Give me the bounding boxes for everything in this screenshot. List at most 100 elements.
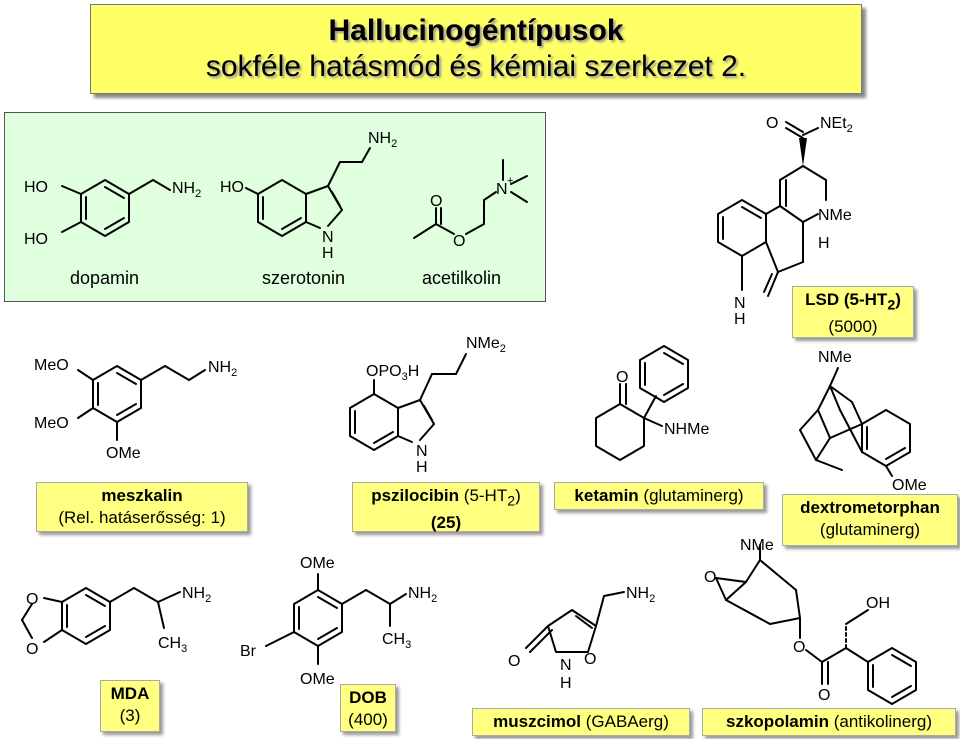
dopamin-ho-1: HO <box>24 179 48 196</box>
ketamin-label: ketamin (glutaminerg) <box>554 482 764 510</box>
pszilocibin-receptor: (5-HT <box>463 486 508 505</box>
pszilocibin-receptor-sub: 2 <box>507 493 516 510</box>
dextrometorphan-info: (glutaminerg) <box>819 520 921 539</box>
pszilocibin-close: ) <box>515 486 521 505</box>
muszcimol-o-ring: O <box>584 651 596 668</box>
dextrometorphan-nme: NMe <box>818 349 852 366</box>
szerotonin-n: N <box>322 229 334 246</box>
dob-ome-2: OMe <box>300 671 335 688</box>
szkopolamin-o-epoxide: O <box>704 569 716 586</box>
szkopolamin-structure: O NMe O O OH <box>704 537 917 705</box>
mda-nh2: NH2 <box>182 585 211 605</box>
lsd-net2: NEt2 <box>820 115 853 135</box>
muszcimol-o-carbonyl: O <box>508 653 520 670</box>
pszilocibin-h: H <box>416 459 428 476</box>
szkopolamin-info: (antikolinerg) <box>833 712 932 731</box>
page-title: Hallucinogéntípusok <box>328 14 624 47</box>
lsd-h: H <box>818 235 830 252</box>
dob-ch3: CH3 <box>382 631 411 651</box>
muszcimol-nh2: NH2 <box>626 585 655 605</box>
acetilkolin-plus: + <box>507 175 513 187</box>
dob-nh2: NH2 <box>408 585 437 605</box>
dob-name: DOB <box>349 688 387 707</box>
mda-o-2: O <box>26 641 38 658</box>
pszilocibin-n: N <box>416 443 428 460</box>
szerotonin-nh2: NH2 <box>368 130 397 150</box>
page-subtitle: sokféle hatásmód és kémiai szerkezet 2. <box>205 50 747 83</box>
ketamin-info: (glutaminerg) <box>643 486 744 505</box>
title-box: Hallucinogéntípusok sokféle hatásmód és … <box>90 4 862 94</box>
mda-label: MDA (3) <box>100 680 160 732</box>
dob-ome-1: OMe <box>300 555 335 572</box>
lsd-label: LSD (5-HT2) (5000) <box>792 286 914 338</box>
szkopolamin-nme: NMe <box>740 537 774 554</box>
szerotonin-ho: HO <box>220 179 244 196</box>
pszilocibin-nme2: NMe2 <box>466 335 506 355</box>
lsd-n: N <box>734 295 746 312</box>
dextrometorphan-structure: NMe OMe <box>799 349 927 494</box>
meszkalin-potency: 1 <box>210 508 220 527</box>
dopamin-structure: HO HO NH2 <box>24 179 201 248</box>
lsd-potency: (5000) <box>828 317 878 337</box>
dopamin-label: dopamin <box>70 268 140 288</box>
mda-name: MDA <box>110 684 150 703</box>
lsd-nh: H <box>734 311 746 328</box>
lsd-close: ) <box>895 290 901 309</box>
lsd-receptor: (5-HT <box>843 290 888 309</box>
szkopolamin-name: szkopolamin <box>726 712 829 731</box>
mda-structure: O O NH2 CH3 <box>21 585 211 658</box>
acetilkolin-structure: O O N + <box>413 159 528 250</box>
lsd-name: LSD <box>805 290 840 309</box>
mda-o-1: O <box>26 591 38 608</box>
dob-structure: OMe OMe Br NH2 CH3 <box>240 555 437 688</box>
muszcimol-h: H <box>560 675 572 692</box>
ketamin-o: O <box>616 369 628 386</box>
ketamin-name: ketamin <box>574 486 639 505</box>
pszilocibin-label: pszilocibin (5-HT2) (25) <box>352 482 540 532</box>
meszkalin-meo-2: MeO <box>34 415 69 432</box>
acetilkolin-label: acetilkolin <box>422 268 502 288</box>
lsd-receptor-sub: 2 <box>887 297 896 314</box>
dextrometorphan-name: dextrometorphan <box>800 498 940 517</box>
meszkalin-name: meszkalin <box>101 486 183 505</box>
meszkalin-meo-1: MeO <box>34 357 69 374</box>
acetilkolin-o-carbonyl: O <box>430 193 442 210</box>
szerotonin-label: szerotonin <box>262 268 346 288</box>
meszkalin-info: (Rel. hatáserősség: <box>58 508 211 527</box>
dob-potency: (400) <box>348 710 388 729</box>
muszcimol-name: muszcimol <box>493 712 581 731</box>
dob-br: Br <box>240 643 257 660</box>
szerotonin-h: H <box>322 245 334 262</box>
dob-label: DOB (400) <box>340 684 396 732</box>
dextrometorphan-label: dextrometorphan (glutaminerg) <box>782 494 958 546</box>
szkopolamin-label: szkopolamin (antikolinerg) <box>702 708 956 736</box>
pszilocibin-name: pszilocibin <box>371 486 460 505</box>
meszkalin-structure: MeO MeO OMe NH2 <box>34 357 237 462</box>
meszkalin-ome: OMe <box>106 445 141 462</box>
szerotonin-structure: HO N H NH2 <box>220 130 397 262</box>
ketamin-nhme: NHMe <box>664 421 709 438</box>
szkopolamin-oh: OH <box>866 595 890 612</box>
pszilocibin-opo3h: OPO3H <box>366 363 419 383</box>
acetilkolin-o-ester: O <box>453 233 465 250</box>
szkopolamin-o-carbonyl: O <box>818 687 830 704</box>
pszilocibin-structure: OPO3H NMe2 N H <box>349 335 506 476</box>
dopamin-nh2: NH2 <box>172 180 201 200</box>
pszilocibin-potency: (25) <box>430 513 462 533</box>
dextrometorphan-ome: OMe <box>892 477 927 494</box>
lsd-nme: NMe <box>818 207 852 224</box>
muszcimol-label: muszcimol (GABAerg) <box>472 708 690 736</box>
muszcimol-info: (GABAerg) <box>585 712 669 731</box>
lsd-o: O <box>766 115 778 132</box>
mda-potency: (3) <box>119 706 141 725</box>
szkopolamin-o-ester: O <box>793 639 805 656</box>
lsd-structure: O NEt2 NMe H N H <box>717 115 853 328</box>
ketamin-structure: O NHMe <box>595 345 709 461</box>
meszkalin-label: meszkalin (Rel. hatáserősség: 1) <box>36 482 248 532</box>
acetilkolin-n: N <box>496 181 508 198</box>
neurotransmitter-box <box>4 112 546 302</box>
muszcimol-n: N <box>560 657 572 674</box>
muszcimol-structure: O N H O NH2 <box>508 585 655 692</box>
dopamin-ho-2: HO <box>24 231 48 248</box>
